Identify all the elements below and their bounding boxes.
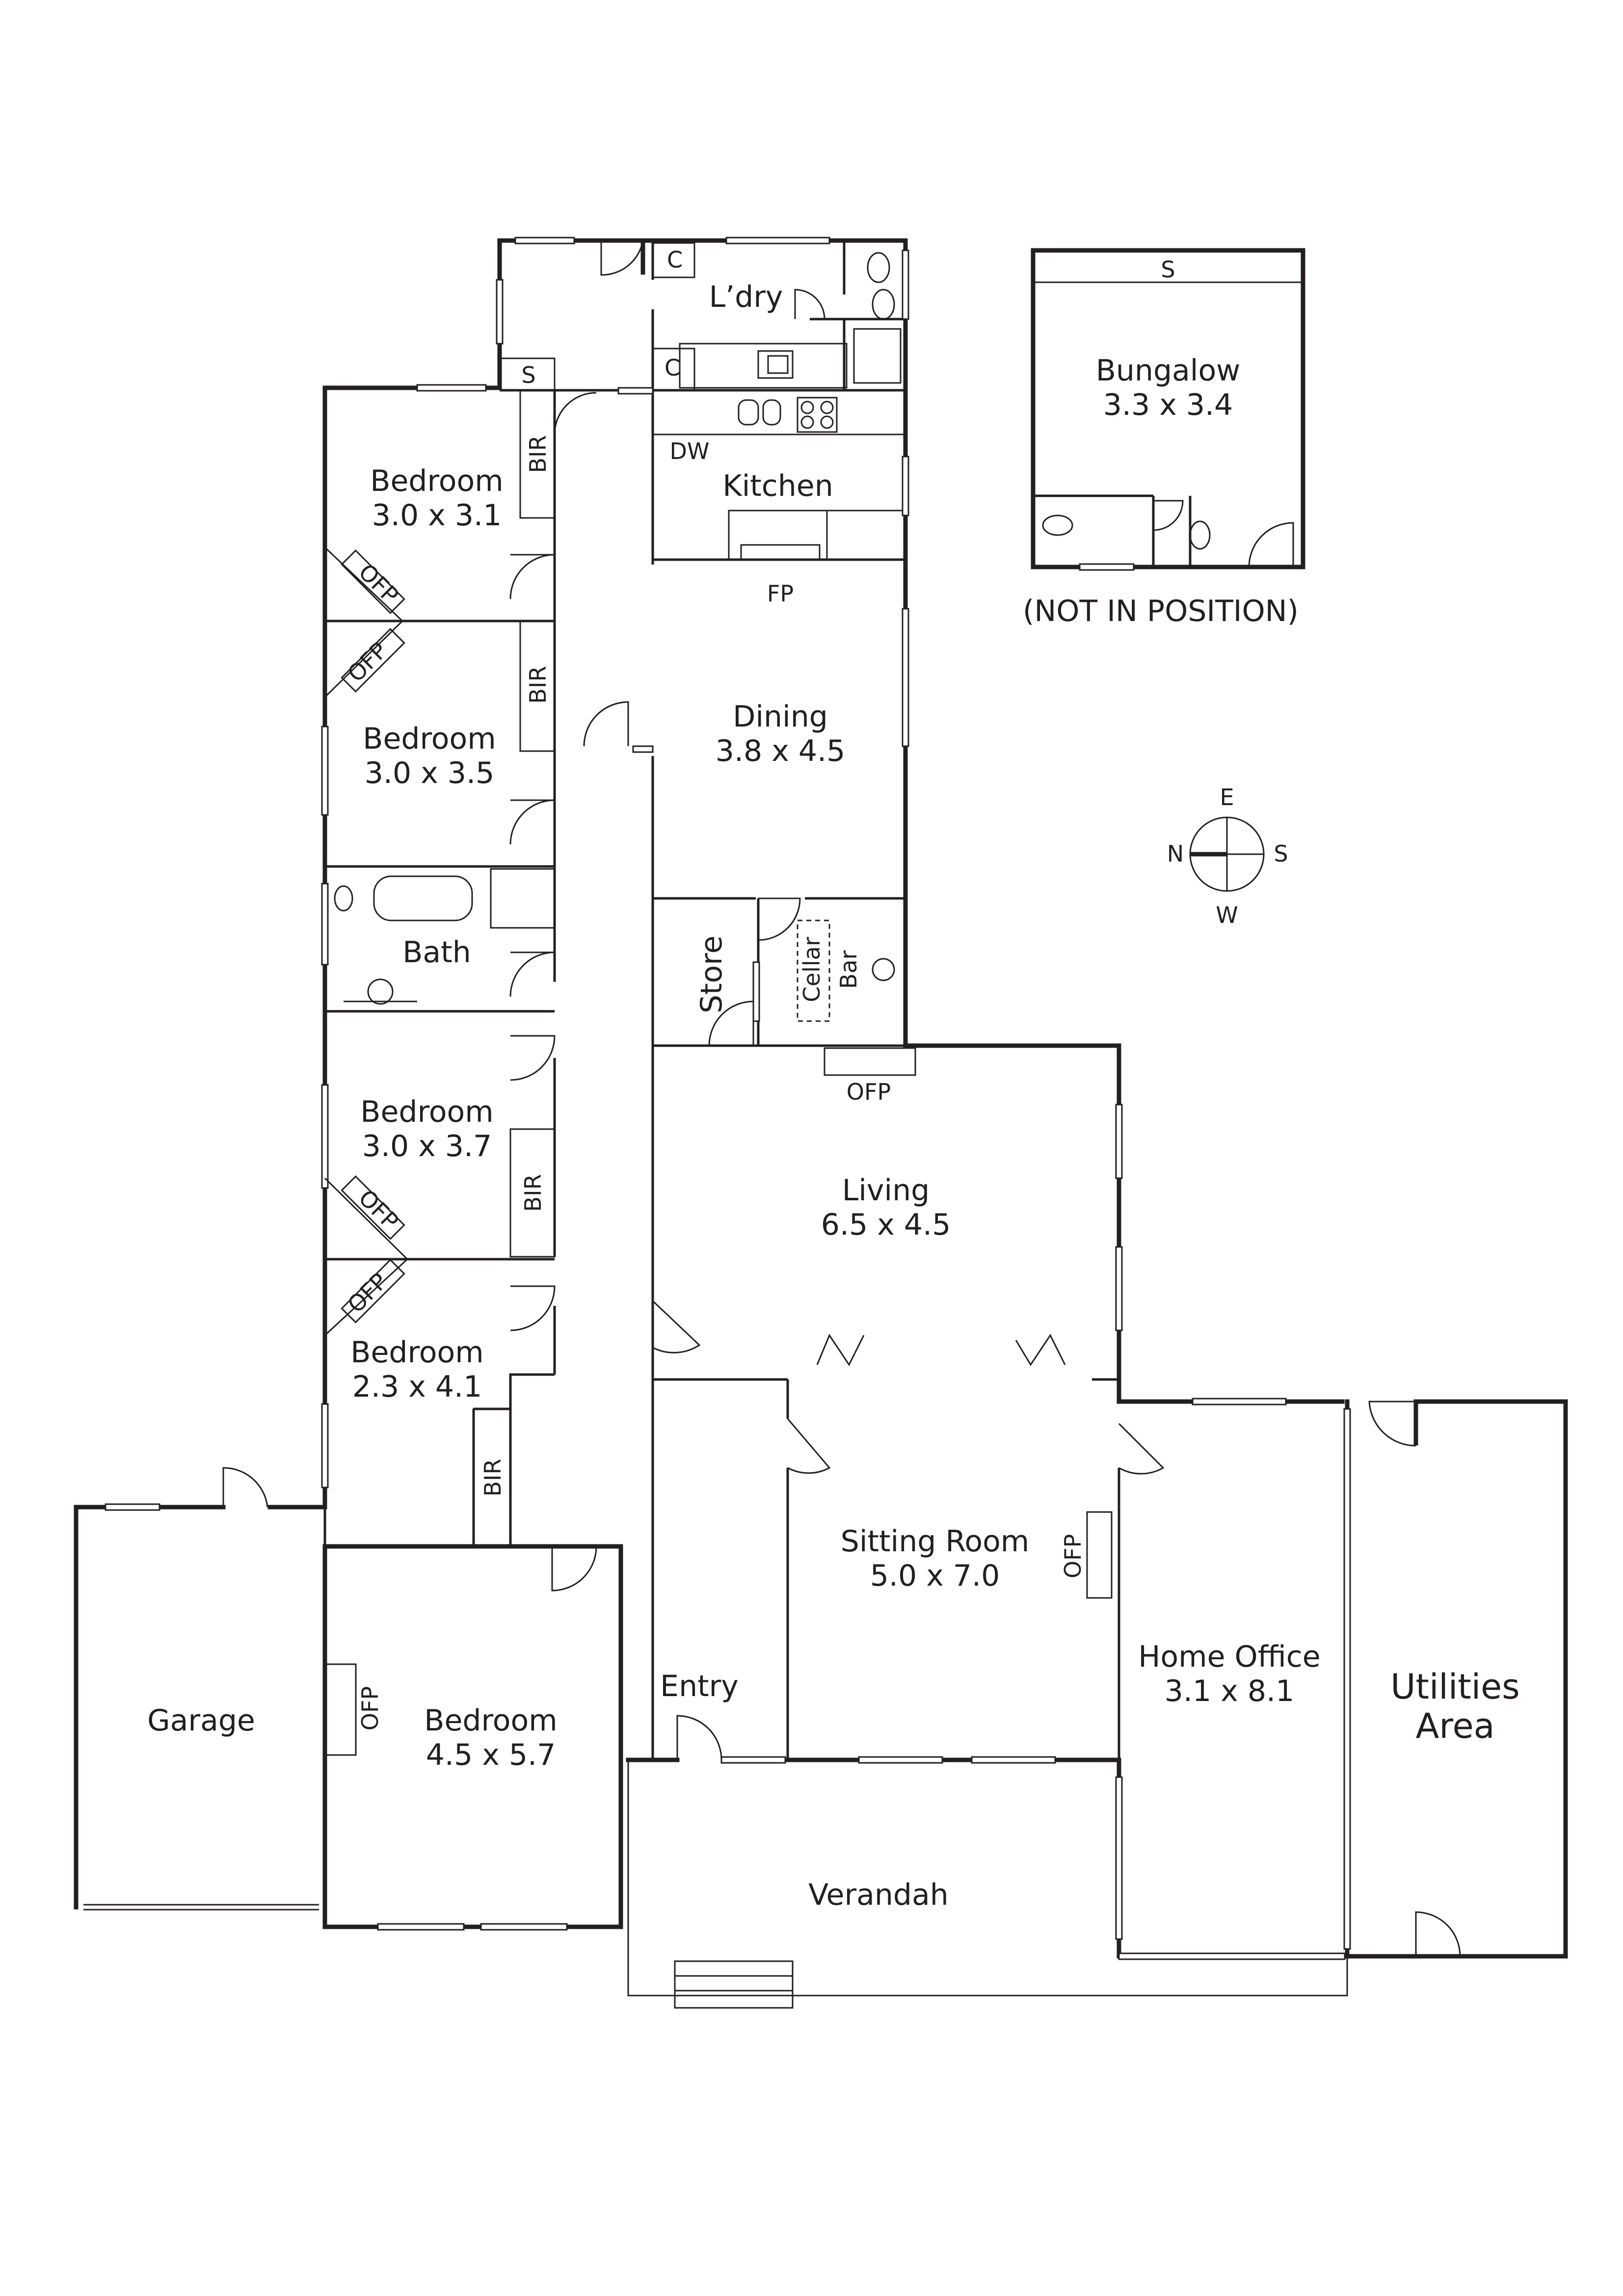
home-office-name: Home Office bbox=[1138, 1640, 1320, 1674]
ofp-label: OFP bbox=[343, 637, 393, 687]
bir-label: BIR bbox=[520, 1174, 546, 1212]
bir-label: BIR bbox=[525, 435, 551, 473]
shower-label: S bbox=[521, 362, 535, 388]
bungalow bbox=[1031, 248, 1305, 571]
not-in-position-note: (NOT IN POSITION) bbox=[1023, 594, 1299, 628]
dishwasher-label: DW bbox=[670, 438, 710, 464]
utilities-line1: Utilities bbox=[1390, 1667, 1519, 1707]
garage-label: Garage bbox=[147, 1703, 255, 1738]
bedroom1-size: 3.0 x 3.1 bbox=[372, 498, 502, 533]
cupboard-label: C bbox=[667, 246, 683, 273]
bungalow-name: Bungalow bbox=[1096, 353, 1241, 388]
living-size: 6.5 x 4.5 bbox=[821, 1208, 951, 1242]
compass-east: E bbox=[1220, 784, 1234, 810]
bedroom2-name: Bedroom bbox=[363, 722, 496, 756]
sitting-room-name: Sitting Room bbox=[841, 1524, 1030, 1559]
bedroom1-name: Bedroom bbox=[370, 464, 503, 498]
compass-west: W bbox=[1216, 902, 1238, 928]
bir-label: BIR bbox=[479, 1459, 506, 1496]
bungalow-size: 3.3 x 3.4 bbox=[1103, 388, 1233, 422]
ofp-label: OFP bbox=[353, 559, 403, 609]
dining-size: 3.8 x 4.5 bbox=[716, 734, 846, 768]
interior-walls bbox=[83, 241, 1348, 2009]
room-labels: L’dry C C S DW Kitchen FP Bedroom 3.0 x … bbox=[147, 246, 1520, 1912]
bir-label: BIR bbox=[525, 666, 551, 703]
bungalow-shower-label: S bbox=[1161, 256, 1175, 283]
ofp-label: OFP bbox=[343, 1268, 393, 1318]
utilities-line2: Area bbox=[1415, 1706, 1494, 1746]
kitchen-label: Kitchen bbox=[722, 469, 833, 503]
compass: E N S W bbox=[1167, 784, 1288, 928]
home-office-size: 3.1 x 8.1 bbox=[1165, 1674, 1295, 1708]
bar-label: Bar bbox=[835, 950, 862, 989]
ofp-label: OFP bbox=[847, 1079, 891, 1105]
ofp-label: OFP bbox=[357, 1686, 383, 1730]
sitting-room-size: 5.0 x 7.0 bbox=[870, 1559, 1000, 1593]
bedroom2-size: 3.0 x 3.5 bbox=[365, 756, 495, 790]
bedroom4-name: Bedroom bbox=[350, 1335, 483, 1370]
compass-south: S bbox=[1274, 840, 1288, 867]
built-in-fixtures bbox=[324, 242, 1113, 1756]
compass-north: N bbox=[1167, 840, 1184, 867]
kitchen-fireplace-label: FP bbox=[767, 580, 794, 607]
entry-label: Entry bbox=[660, 1669, 739, 1703]
living-name: Living bbox=[842, 1173, 930, 1208]
bedroom5-name: Bedroom bbox=[424, 1703, 557, 1738]
bedroom3-size: 3.0 x 3.7 bbox=[362, 1129, 492, 1163]
laundry-label: L’dry bbox=[709, 280, 783, 314]
bath-label: Bath bbox=[402, 935, 471, 970]
verandah-label: Verandah bbox=[808, 1878, 949, 1912]
dining-name: Dining bbox=[733, 700, 828, 734]
doors bbox=[222, 240, 1461, 1957]
ofp-label: OFP bbox=[1060, 1534, 1086, 1578]
bedroom4-size: 2.3 x 4.1 bbox=[352, 1370, 482, 1404]
ofp-label: OFP bbox=[353, 1185, 403, 1235]
store-label: Store bbox=[694, 936, 729, 1014]
bedroom5-size: 4.5 x 5.7 bbox=[426, 1738, 556, 1772]
cupboard-label: C bbox=[665, 354, 680, 381]
bedroom3-name: Bedroom bbox=[360, 1095, 493, 1129]
windows bbox=[105, 237, 1351, 1960]
cellar-label: Cellar bbox=[798, 937, 825, 1002]
